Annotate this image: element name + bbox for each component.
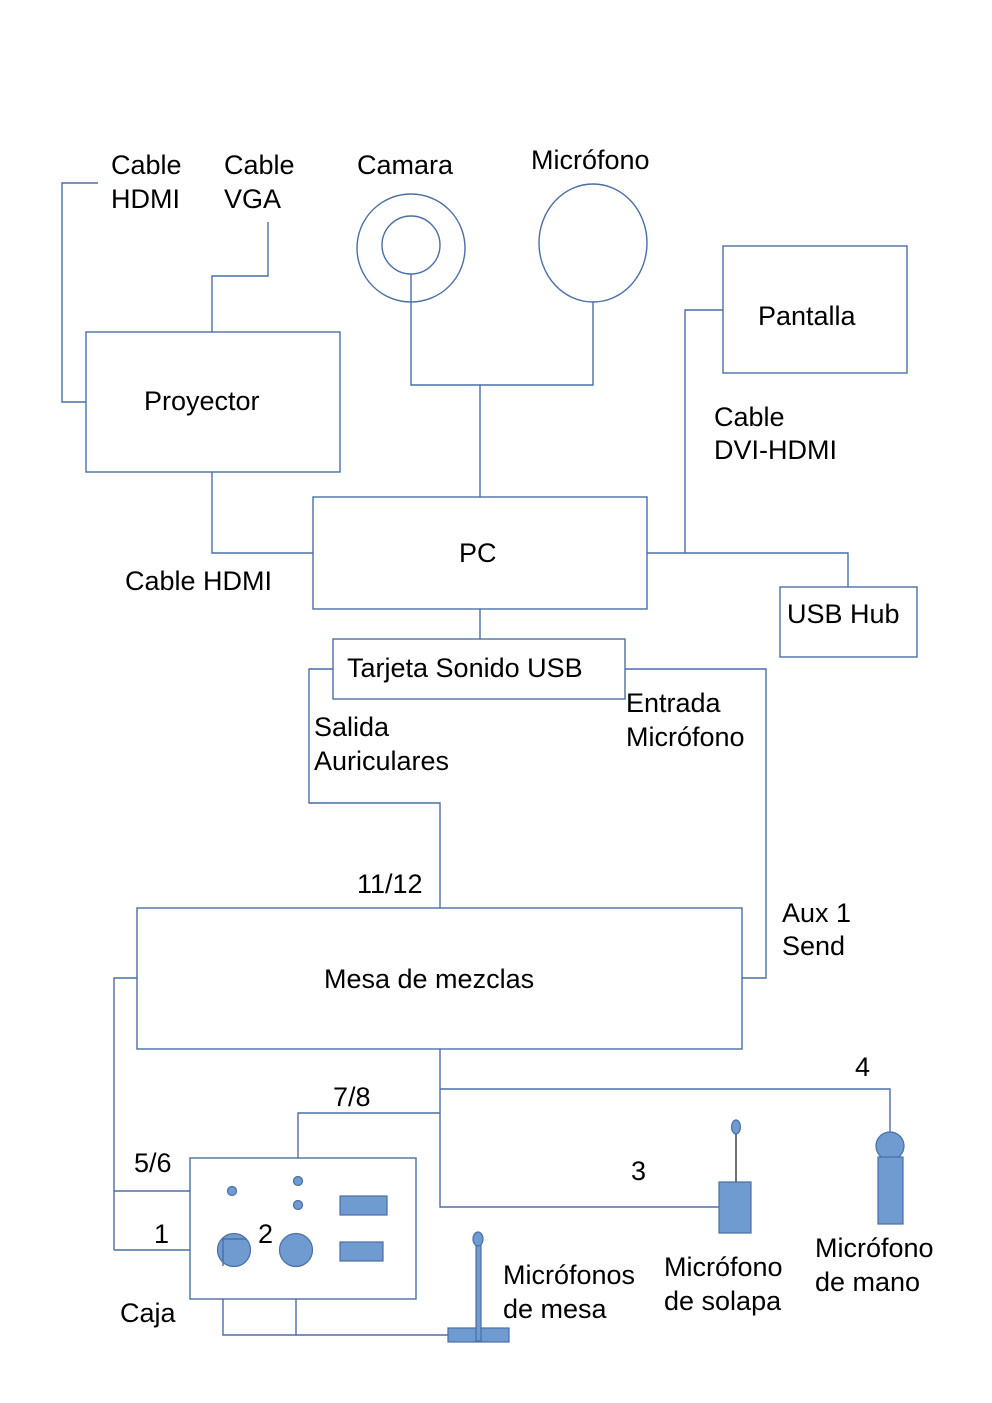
label-cable-hdmi-pc: Cable HDMI: [125, 566, 272, 596]
hand-mic-body: [877, 1156, 904, 1225]
label-ch-5-6: 5/6: [134, 1148, 172, 1178]
box-slot-top: [339, 1195, 388, 1216]
wire-jack-1-inner: [222, 1238, 246, 1266]
label-lapel-mic-2: de solapa: [664, 1286, 782, 1316]
wire-ch-4: [440, 1088, 891, 1132]
label-hand-mic-1: Micrófono: [815, 1233, 934, 1263]
label-cable-vga-2: VGA: [224, 184, 281, 214]
table-mic-head: [472, 1231, 484, 1247]
xlr-jack-2: [278, 1232, 314, 1268]
label-sound-card: Tarjeta Sonido USB: [347, 653, 583, 683]
lapel-mic-body: [718, 1181, 752, 1234]
label-aux-send-2: Send: [782, 931, 845, 961]
label-cable-dvi-1: Cable: [714, 402, 785, 432]
projector-box: [85, 331, 341, 473]
box-slot-bottom: [339, 1241, 384, 1262]
wire-projector-pc: [211, 472, 313, 554]
wire-hdmi-projector: [61, 182, 98, 403]
jack-5-6: [226, 1185, 238, 1197]
wire-vga-projector: [211, 222, 269, 332]
label-aux-send-1: Aux 1: [782, 898, 851, 928]
camera-lens: [381, 215, 441, 275]
label-ch-3: 3: [631, 1156, 646, 1186]
label-usb-hub: USB Hub: [787, 599, 900, 629]
label-box: Caja: [120, 1298, 177, 1328]
label-ch-2: 2: [258, 1219, 273, 1249]
label-camera: Camara: [357, 150, 454, 180]
microphone-top: [538, 183, 648, 303]
label-cable-dvi-2: DVI-HDMI: [714, 435, 837, 465]
label-hand-mic-2: de mano: [815, 1267, 920, 1297]
label-projector: Proyector: [144, 386, 260, 416]
sound-card-box: [332, 638, 626, 700]
label-screen: Pantalla: [758, 301, 857, 331]
box-panel: [189, 1157, 417, 1300]
pc-box: [312, 496, 648, 610]
wire-mixer-trunk: [439, 1049, 720, 1208]
label-microphone-top: Micrófono: [531, 145, 650, 175]
label-table-mics-2: de mesa: [503, 1294, 608, 1324]
wire-camera: [410, 274, 594, 386]
hand-mic-head: [875, 1131, 905, 1161]
usb-hub-box: [779, 586, 918, 658]
mixer-box: [136, 907, 743, 1050]
jack-7-8-a: [292, 1175, 304, 1187]
label-mixer: Mesa de mezclas: [324, 964, 534, 994]
label-headphone-out-1: Salida: [314, 712, 390, 742]
label-mic-in-2: Micrófono: [626, 722, 745, 752]
label-cable-hdmi-top-2: HDMI: [111, 184, 180, 214]
camera-outer: [356, 193, 466, 303]
label-cable-vga-1: Cable: [224, 150, 295, 180]
wire-pc-usbhub: [685, 552, 849, 587]
label-lapel-mic-1: Micrófono: [664, 1252, 783, 1282]
wire-pc-screen: [647, 309, 723, 554]
wire-ch-5-6: [113, 977, 232, 1192]
lapel-mic-tip: [730, 1119, 742, 1135]
label-ch-1: 1: [154, 1219, 169, 1249]
label-ch-4: 4: [855, 1052, 870, 1082]
label-mic-in-1: Entrada: [626, 688, 722, 718]
wire-headphone-out: [308, 668, 441, 908]
label-pc: PC: [459, 538, 497, 568]
jack-7-8-b: [292, 1199, 304, 1211]
label-cable-hdmi-top-1: Cable: [111, 150, 182, 180]
xlr-jack-1: [216, 1232, 252, 1268]
table-mic-stem: [475, 1239, 482, 1342]
label-ch-7-8: 7/8: [333, 1082, 371, 1112]
label-headphone-out-2: Auriculares: [314, 746, 449, 776]
label-table-mics-1: Micrófonos: [503, 1260, 635, 1290]
label-ch-11-12: 11/12: [357, 869, 423, 899]
wire-aux-send: [625, 668, 767, 979]
screen-box: [722, 245, 908, 374]
